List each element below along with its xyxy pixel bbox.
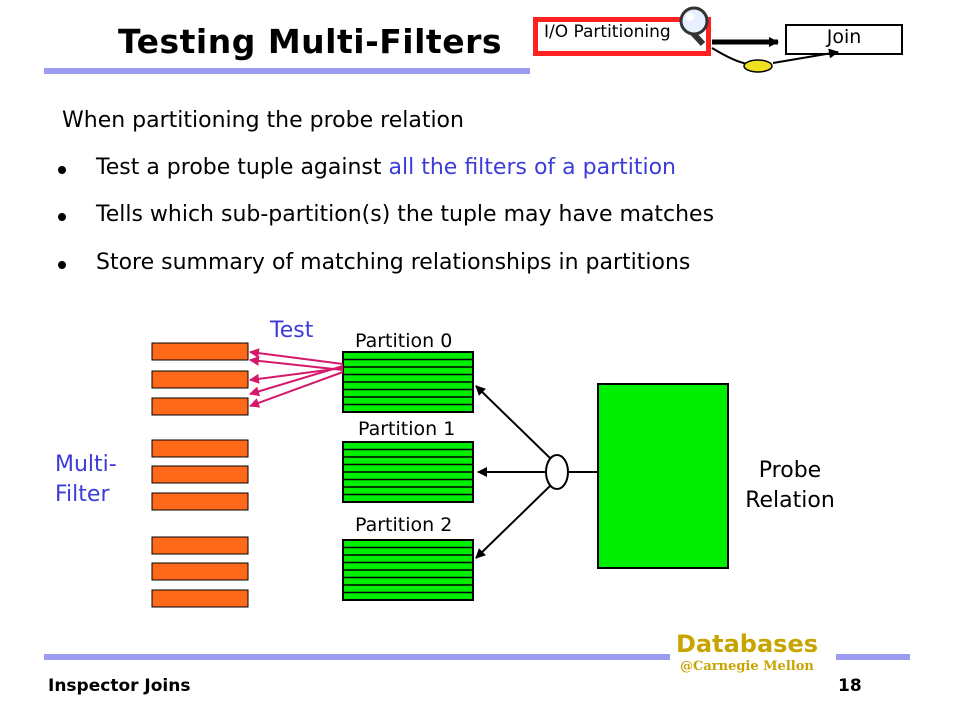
bullet-text: Store summary of matching relationships … bbox=[96, 250, 691, 275]
intro-text: When partitioning the probe relation bbox=[62, 108, 464, 133]
bullet-highlight: all the filters of a partition bbox=[388, 155, 676, 180]
test-arrows bbox=[249, 348, 344, 408]
bullet-item: Store summary of matching relationships … bbox=[96, 250, 690, 275]
probe-relation-block bbox=[597, 383, 729, 569]
multi-filter-label-line: Filter bbox=[55, 482, 110, 507]
pipeline-branch bbox=[711, 47, 749, 65]
filter-bar bbox=[151, 465, 249, 484]
filter-bar bbox=[151, 562, 249, 581]
page-number: 18 bbox=[838, 676, 862, 696]
footer-title: Inspector Joins bbox=[48, 676, 191, 696]
title-divider bbox=[44, 68, 530, 74]
test-label: Test bbox=[270, 318, 314, 343]
magnifier-icon bbox=[679, 6, 709, 47]
partition-label-0: Partition 0 bbox=[355, 330, 453, 352]
slide-title: Testing Multi-Filters bbox=[118, 22, 503, 61]
multi-filter-bars bbox=[151, 342, 249, 608]
router-arrow-partition-2 bbox=[475, 485, 551, 559]
test-arrow bbox=[249, 371, 344, 408]
probe-relation-label-line: Relation bbox=[745, 488, 835, 513]
brand-logo: Databases bbox=[676, 630, 819, 658]
router-arrow-partition-0 bbox=[475, 385, 551, 459]
join-box bbox=[785, 24, 903, 55]
inspector-node bbox=[743, 59, 773, 73]
filter-bar bbox=[151, 492, 249, 511]
bullet-dot bbox=[58, 261, 66, 269]
test-arrow bbox=[249, 365, 344, 397]
test-arrow bbox=[249, 355, 344, 371]
brand-subtitle: @Carnegie Mellon bbox=[680, 659, 814, 674]
partition-label-1: Partition 1 bbox=[358, 418, 456, 440]
multi-filter-label: Multi- Filter bbox=[55, 450, 117, 510]
footer-divider bbox=[836, 654, 910, 660]
filter-bar bbox=[151, 439, 249, 458]
join-label: Join bbox=[826, 26, 862, 48]
footer-divider bbox=[44, 654, 670, 660]
multi-filter-label-line: Multi- bbox=[55, 452, 117, 477]
bullet-dot bbox=[58, 166, 66, 174]
filter-bar bbox=[151, 589, 249, 608]
probe-relation-label-line: Probe bbox=[758, 458, 822, 483]
probe-relation-label: Probe Relation bbox=[730, 456, 850, 516]
partition-blocks bbox=[342, 351, 474, 601]
pipeline-arrow bbox=[772, 48, 839, 64]
bullet-item: Tells which sub-partition(s) the tuple m… bbox=[96, 202, 714, 227]
bullet-item: Test a probe tuple against all the filte… bbox=[96, 155, 676, 180]
io-partitioning-label: I/O Partitioning bbox=[544, 22, 671, 42]
io-partitioning-box bbox=[533, 17, 711, 56]
router-node bbox=[545, 454, 569, 490]
bullet-text: Test a probe tuple against bbox=[96, 155, 389, 180]
filter-bar bbox=[151, 536, 249, 555]
filter-bar bbox=[151, 397, 249, 416]
filter-bar bbox=[151, 342, 249, 361]
bullet-dot bbox=[58, 213, 66, 221]
filter-bar bbox=[151, 370, 249, 389]
partition-label-2: Partition 2 bbox=[355, 514, 453, 536]
test-arrow bbox=[249, 348, 344, 365]
bullet-text: Tells which sub-partition(s) the tuple m… bbox=[96, 202, 715, 227]
